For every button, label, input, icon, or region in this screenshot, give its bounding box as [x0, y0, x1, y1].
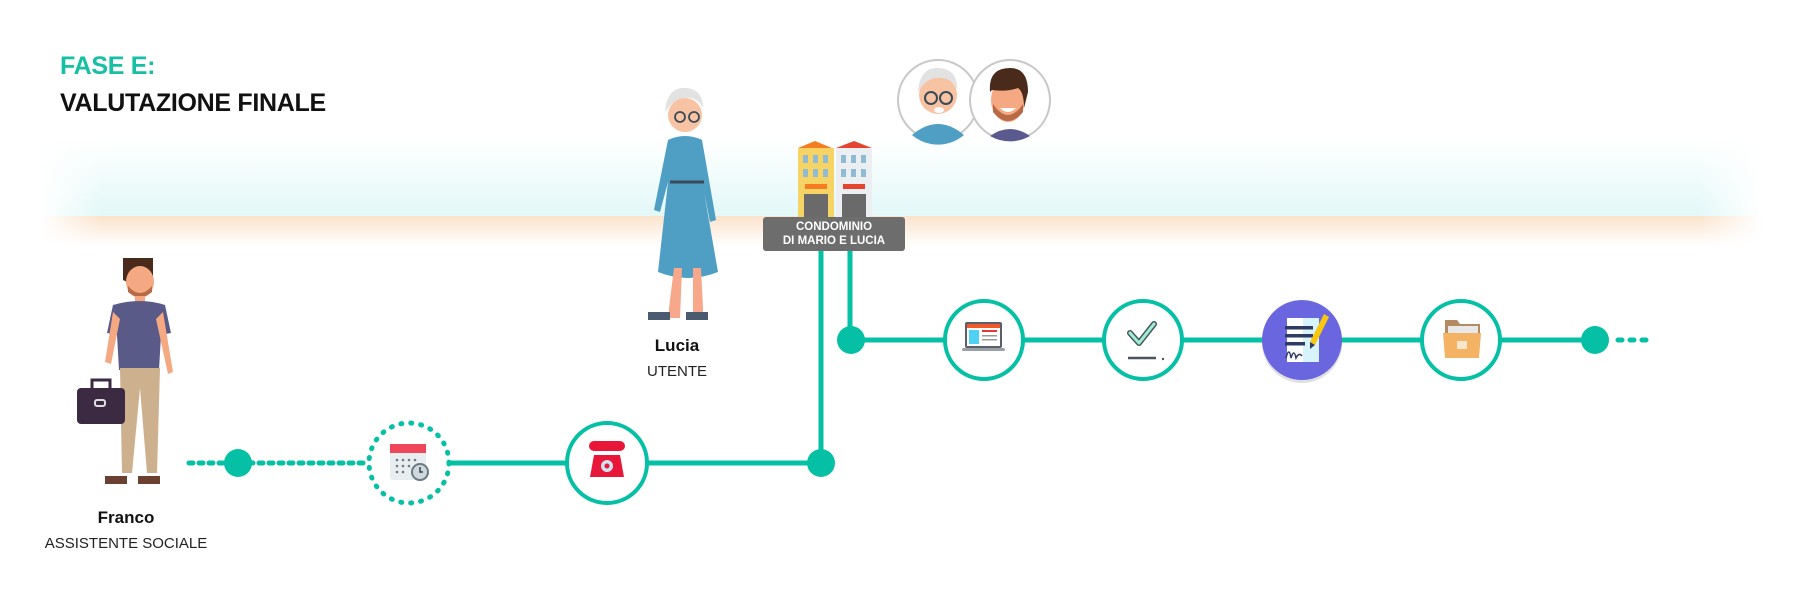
- franco-illustration: [77, 258, 173, 484]
- building-label-line2: DI MARIO E LUCIA: [782, 235, 886, 247]
- background-band: [40, 138, 1762, 216]
- step-laptop[interactable]: [943, 299, 1025, 381]
- step-signature[interactable]: [1262, 300, 1342, 383]
- person-name-lucia: Lucia: [654, 336, 700, 355]
- timeline-node: [1581, 326, 1609, 354]
- timeline-node: [224, 449, 252, 477]
- telephone-icon: [589, 441, 625, 477]
- timeline-node: [807, 449, 835, 477]
- building-illustration: [798, 141, 872, 218]
- lucia-illustration: [648, 87, 718, 320]
- timeline-node: [837, 326, 865, 354]
- signed-document-icon: [1285, 314, 1329, 362]
- step-archive[interactable]: [1420, 299, 1502, 381]
- person-role-franco: ASSISTENTE SOCIALE: [44, 535, 208, 552]
- step-telephone[interactable]: [565, 421, 649, 505]
- avatar-franco: [969, 59, 1051, 142]
- calendar-icon: [390, 444, 429, 481]
- checkmark-icon: [1127, 321, 1165, 361]
- phase-label: FASE E:: [60, 52, 156, 80]
- page-title: VALUTAZIONE FINALE: [60, 89, 326, 117]
- building-label: CONDOMINIO DI MARIO E LUCIA: [763, 217, 905, 251]
- building-label-line1: CONDOMINIO: [795, 221, 873, 233]
- laptop-icon: [962, 322, 1005, 351]
- avatar-lucia: [897, 59, 979, 145]
- step-calendar[interactable]: [366, 420, 452, 506]
- person-role-lucia: UTENTE: [647, 363, 707, 380]
- step-approval[interactable]: [1102, 299, 1184, 381]
- person-name-franco: Franco: [97, 508, 155, 527]
- folder-icon: [1443, 320, 1481, 358]
